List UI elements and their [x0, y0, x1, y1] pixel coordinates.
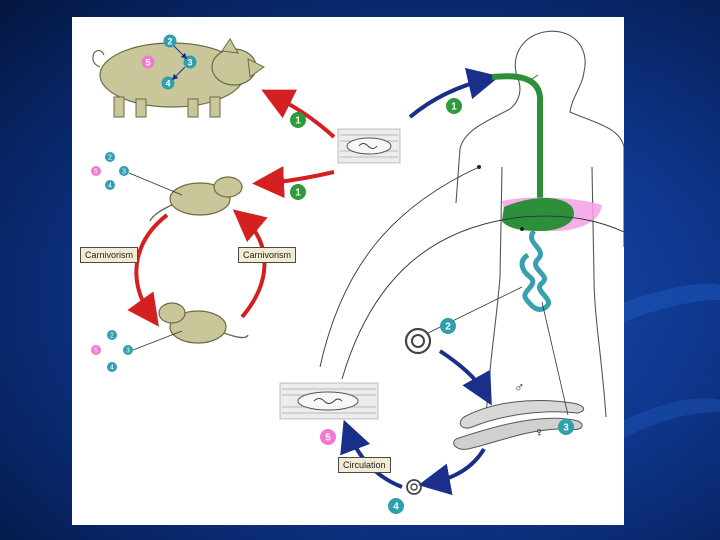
arrow-carnivorism-right: [232, 209, 268, 319]
stage-1-badge-human-route: [446, 98, 462, 114]
circulation-label: Circulation: [338, 457, 391, 473]
stage-3-badge-pig: 3: [187, 58, 192, 68]
stage-2-badge-pig: 2: [167, 37, 172, 47]
stage-3-badge-rat-bottom: 3: [126, 348, 130, 355]
arrow-cyst-to-human: [408, 67, 500, 119]
arrow-adult-to-newborn: [418, 447, 486, 496]
stage-4-badge-pig: 4: [165, 79, 170, 89]
rat-top-cycle-inset: 2 3 4 5: [91, 152, 183, 196]
stage-4-badge-human: [388, 498, 404, 514]
liver-pointer-dot: [520, 227, 524, 231]
stage-4-badge-rat-bottom: 4: [110, 365, 114, 372]
stage-1-badge-pig-route: [290, 112, 306, 128]
encysted-larva-muscle-top: [337, 128, 401, 164]
arrow-carnivorism-left: [127, 213, 169, 327]
human-host: [455, 30, 624, 418]
adult-pointer-line: [541, 301, 569, 416]
stage-3-badge-human-label: 3: [563, 423, 569, 434]
encysted-larva-muscle-bottom: [279, 382, 379, 420]
circulation-path-line-1: [319, 166, 480, 368]
rat-host-bottom: [158, 302, 249, 344]
stage-1-badge-pig-route-label: 1: [295, 116, 301, 127]
stage-5-badge-human: [320, 429, 336, 445]
stage-4-badge-rat-top: 4: [108, 183, 112, 190]
male-symbol: ♂: [514, 379, 525, 395]
rat-host-top: [149, 176, 243, 222]
carnivorism-label-left: Carnivorism: [80, 247, 139, 263]
female-symbol: ♀: [534, 424, 545, 440]
arrow-larva-to-adult: [438, 349, 492, 406]
stage-2-badge-rat-top: 2: [108, 155, 112, 162]
stage-5-badge-pig: 5: [145, 58, 150, 68]
stage-2-badge-human: [440, 318, 456, 334]
stage-3-badge-human: [558, 419, 574, 435]
circulation-path-line-2: [341, 215, 624, 380]
excysted-larva: [404, 327, 432, 355]
stage-2-badge-rat-bottom: 2: [110, 333, 114, 340]
stage-2-badge-human-label: 2: [445, 322, 451, 333]
pig-host: 2 3 4 5: [92, 34, 265, 118]
stage-1-badge-human-route-label: 1: [451, 102, 457, 113]
stage-3-badge-rat-top: 3: [122, 169, 126, 176]
rat-bottom-cycle-inset: 2 3 4 5: [91, 330, 183, 372]
newborn-larva: [406, 479, 422, 495]
stage-1-badge-rat-route: [290, 184, 306, 200]
stage-4-badge-human-label: 4: [393, 502, 399, 513]
stage-5-badge-rat-bottom: 5: [94, 348, 98, 355]
stage-1-badge-rat-route-label: 1: [295, 188, 301, 199]
arrow-cyst-to-rat: [252, 166, 335, 199]
trichinella-life-cycle-diagram: 2 3 4 5 1 1: [72, 17, 624, 525]
stage-5-badge-rat-top: 5: [94, 169, 98, 176]
arrow-cyst-to-pig: [261, 89, 336, 139]
stage-5-badge-human-label: 5: [325, 433, 331, 444]
carnivorism-label-right: Carnivorism: [238, 247, 297, 263]
